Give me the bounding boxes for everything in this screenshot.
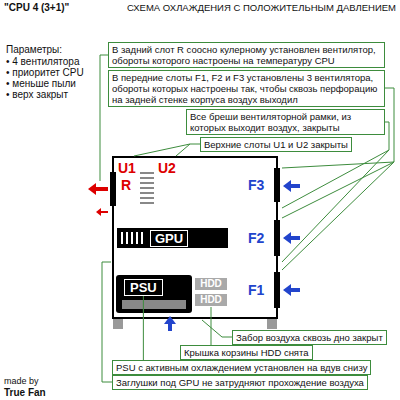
fan-slot-label: R — [121, 177, 131, 193]
node-text: Забор воздуха сквозь дно закрыт — [236, 332, 383, 343]
callout-box: В задний слот R соосно кулерному установ… — [108, 42, 385, 68]
gpu-bracket — [121, 232, 143, 244]
leader-lines — [100, 55, 394, 382]
diagram-heading: СХЕМА ОХЛАЖДЕНИЯ С ПОЛОЖИТЕЛЬНЫМ ДАВЛЕНИ… — [127, 2, 396, 14]
case-foot — [267, 319, 277, 329]
fan-bar — [274, 272, 280, 308]
intake-arrow — [283, 284, 300, 296]
psu-unit: PSU — [124, 279, 163, 296]
intake-arrow — [283, 232, 300, 244]
fan-slot-label: F2 — [248, 230, 264, 246]
node-text: GPU — [155, 231, 183, 246]
psu-grille — [122, 300, 186, 309]
case-foot — [113, 319, 123, 329]
node-text: В передние слоты F1, F2 и F3 установлены… — [112, 72, 381, 105]
node-text: В задний слот R соосно кулерному установ… — [112, 44, 381, 66]
callout-box: Заглушки под GPU не затрудняют прохожден… — [112, 375, 368, 390]
author-note: made by — [4, 376, 39, 386]
gpu-body — [117, 228, 228, 248]
node-text: Верхние слоты U1 и U2 закрыты — [204, 139, 348, 150]
node-text: Все бреши вентиляторной рамки, из которы… — [190, 111, 381, 133]
callout-box: Все бреши вентиляторной рамки, из которы… — [186, 109, 385, 135]
callout-box: В передние слоты F1, F2 и F3 установлены… — [108, 70, 385, 107]
param-item: • приоритет CPU — [6, 67, 84, 79]
model-name: "CPU 4 (3+1)" — [4, 2, 69, 14]
fan-bar — [274, 168, 280, 202]
gpu-card: GPU — [150, 230, 188, 247]
psu-body — [116, 275, 192, 313]
node-text: Заглушки под GPU не затрудняют прохожден… — [116, 377, 364, 388]
hdd-drive: HDD — [194, 293, 228, 307]
param-item: • 4 вентилятора — [6, 56, 79, 68]
params-heading: Параметры: — [6, 44, 62, 56]
intake-arrow — [164, 316, 176, 331]
intake-arrow — [283, 180, 300, 192]
fan-slot-label: U2 — [158, 160, 176, 176]
fan-bar — [274, 220, 280, 256]
author-name: True Fan — [4, 387, 46, 399]
leader-line — [211, 307, 212, 345]
callout-box: Забор воздуха сквозь дно закрыт — [232, 330, 387, 345]
param-item: • верх закрыт — [6, 89, 68, 101]
exhaust-arrow — [88, 183, 108, 195]
callout-box: Верхние слоты U1 и U2 закрыты — [200, 137, 352, 152]
case-outline — [113, 157, 277, 318]
hdd-drive: HDD — [194, 277, 228, 291]
leader-line — [143, 296, 144, 360]
exhaust-arrow — [96, 208, 108, 216]
param-item: • меньше пыли — [6, 78, 76, 90]
cpu-heatsink — [140, 173, 154, 203]
fan-slot-label: U1 — [118, 160, 136, 176]
fan-slot-label: F1 — [248, 282, 264, 298]
node-text: HDD — [197, 294, 225, 306]
node-text: PSU с активным охлаждением установлен на… — [116, 362, 367, 373]
node-text: Крышка корзины HDD снята — [184, 347, 309, 358]
callout-box: PSU с активным охлаждением установлен на… — [112, 360, 371, 375]
fan-slot-label: F3 — [248, 177, 264, 193]
node-text: HDD — [197, 278, 225, 290]
callout-box: Крышка корзины HDD снята — [180, 345, 313, 360]
node-text: PSU — [130, 280, 157, 295]
fan-bar — [110, 172, 116, 206]
